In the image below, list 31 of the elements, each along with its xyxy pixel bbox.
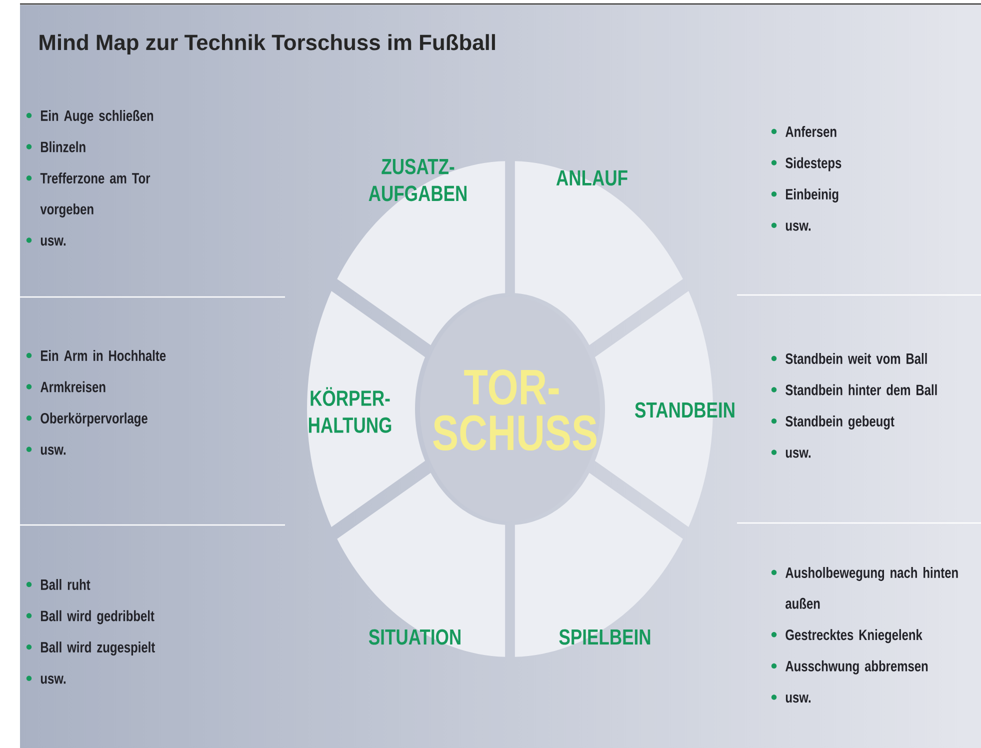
ring-segment: ANLAUF	[514, 161, 683, 346]
bullet-item: Ball wird gedribbelt	[26, 610, 154, 624]
bullet-item: Standbein weit vom Ball	[771, 352, 927, 364]
bullet-item: Standbein hinter dem Ball	[771, 384, 937, 396]
title: Mind Map zur Technik Torschuss im Fußball	[40, 34, 495, 55]
bullet-item: Ein Arm in Hochhalte	[26, 350, 166, 361]
bullet-item: Gestrecktes Kniegelenk	[771, 629, 922, 644]
bullet-item: usw.	[26, 676, 66, 684]
bullet-item: Sidesteps	[771, 157, 842, 172]
bullet-item: Standbein gebeugt	[771, 416, 894, 430]
bullet-item: Blinzeln	[26, 141, 86, 152]
bullet-item: Oberkörpervorlage	[26, 412, 148, 427]
bullet-item: usw.	[771, 694, 811, 703]
node-label: KÖRPER- HALTUNG	[308, 387, 392, 433]
bullet-item: usw.	[26, 446, 66, 455]
bullet-item: Ausholbewegung nach hinten außen	[771, 566, 958, 609]
bullet-item: Ausschwung abbremsen	[771, 660, 928, 674]
bullet-item: usw.	[771, 222, 811, 231]
node-label: TOR- SCHUSS	[433, 369, 596, 451]
bullet-item: usw.	[771, 450, 811, 458]
bullet-item: Einbeinig	[771, 188, 838, 203]
bullet-item: usw.	[26, 238, 66, 246]
bullet-item: Ein Auge schließen	[26, 110, 154, 124]
ring-segment: SITUATION	[337, 472, 506, 657]
bullet-item: Armkreisen	[26, 381, 106, 392]
bullet-item: Anfersen	[771, 126, 836, 137]
ring-segment: ZUSATZ- AUFGABEN	[337, 158, 506, 346]
bullet-item: Ball wird zugespielt	[26, 642, 155, 656]
ring-segment: KÖRPER- HALTUNG	[307, 291, 426, 527]
bullet-item: Ball ruht	[26, 578, 90, 590]
ring-segment: SPIELBEIN	[514, 472, 683, 657]
